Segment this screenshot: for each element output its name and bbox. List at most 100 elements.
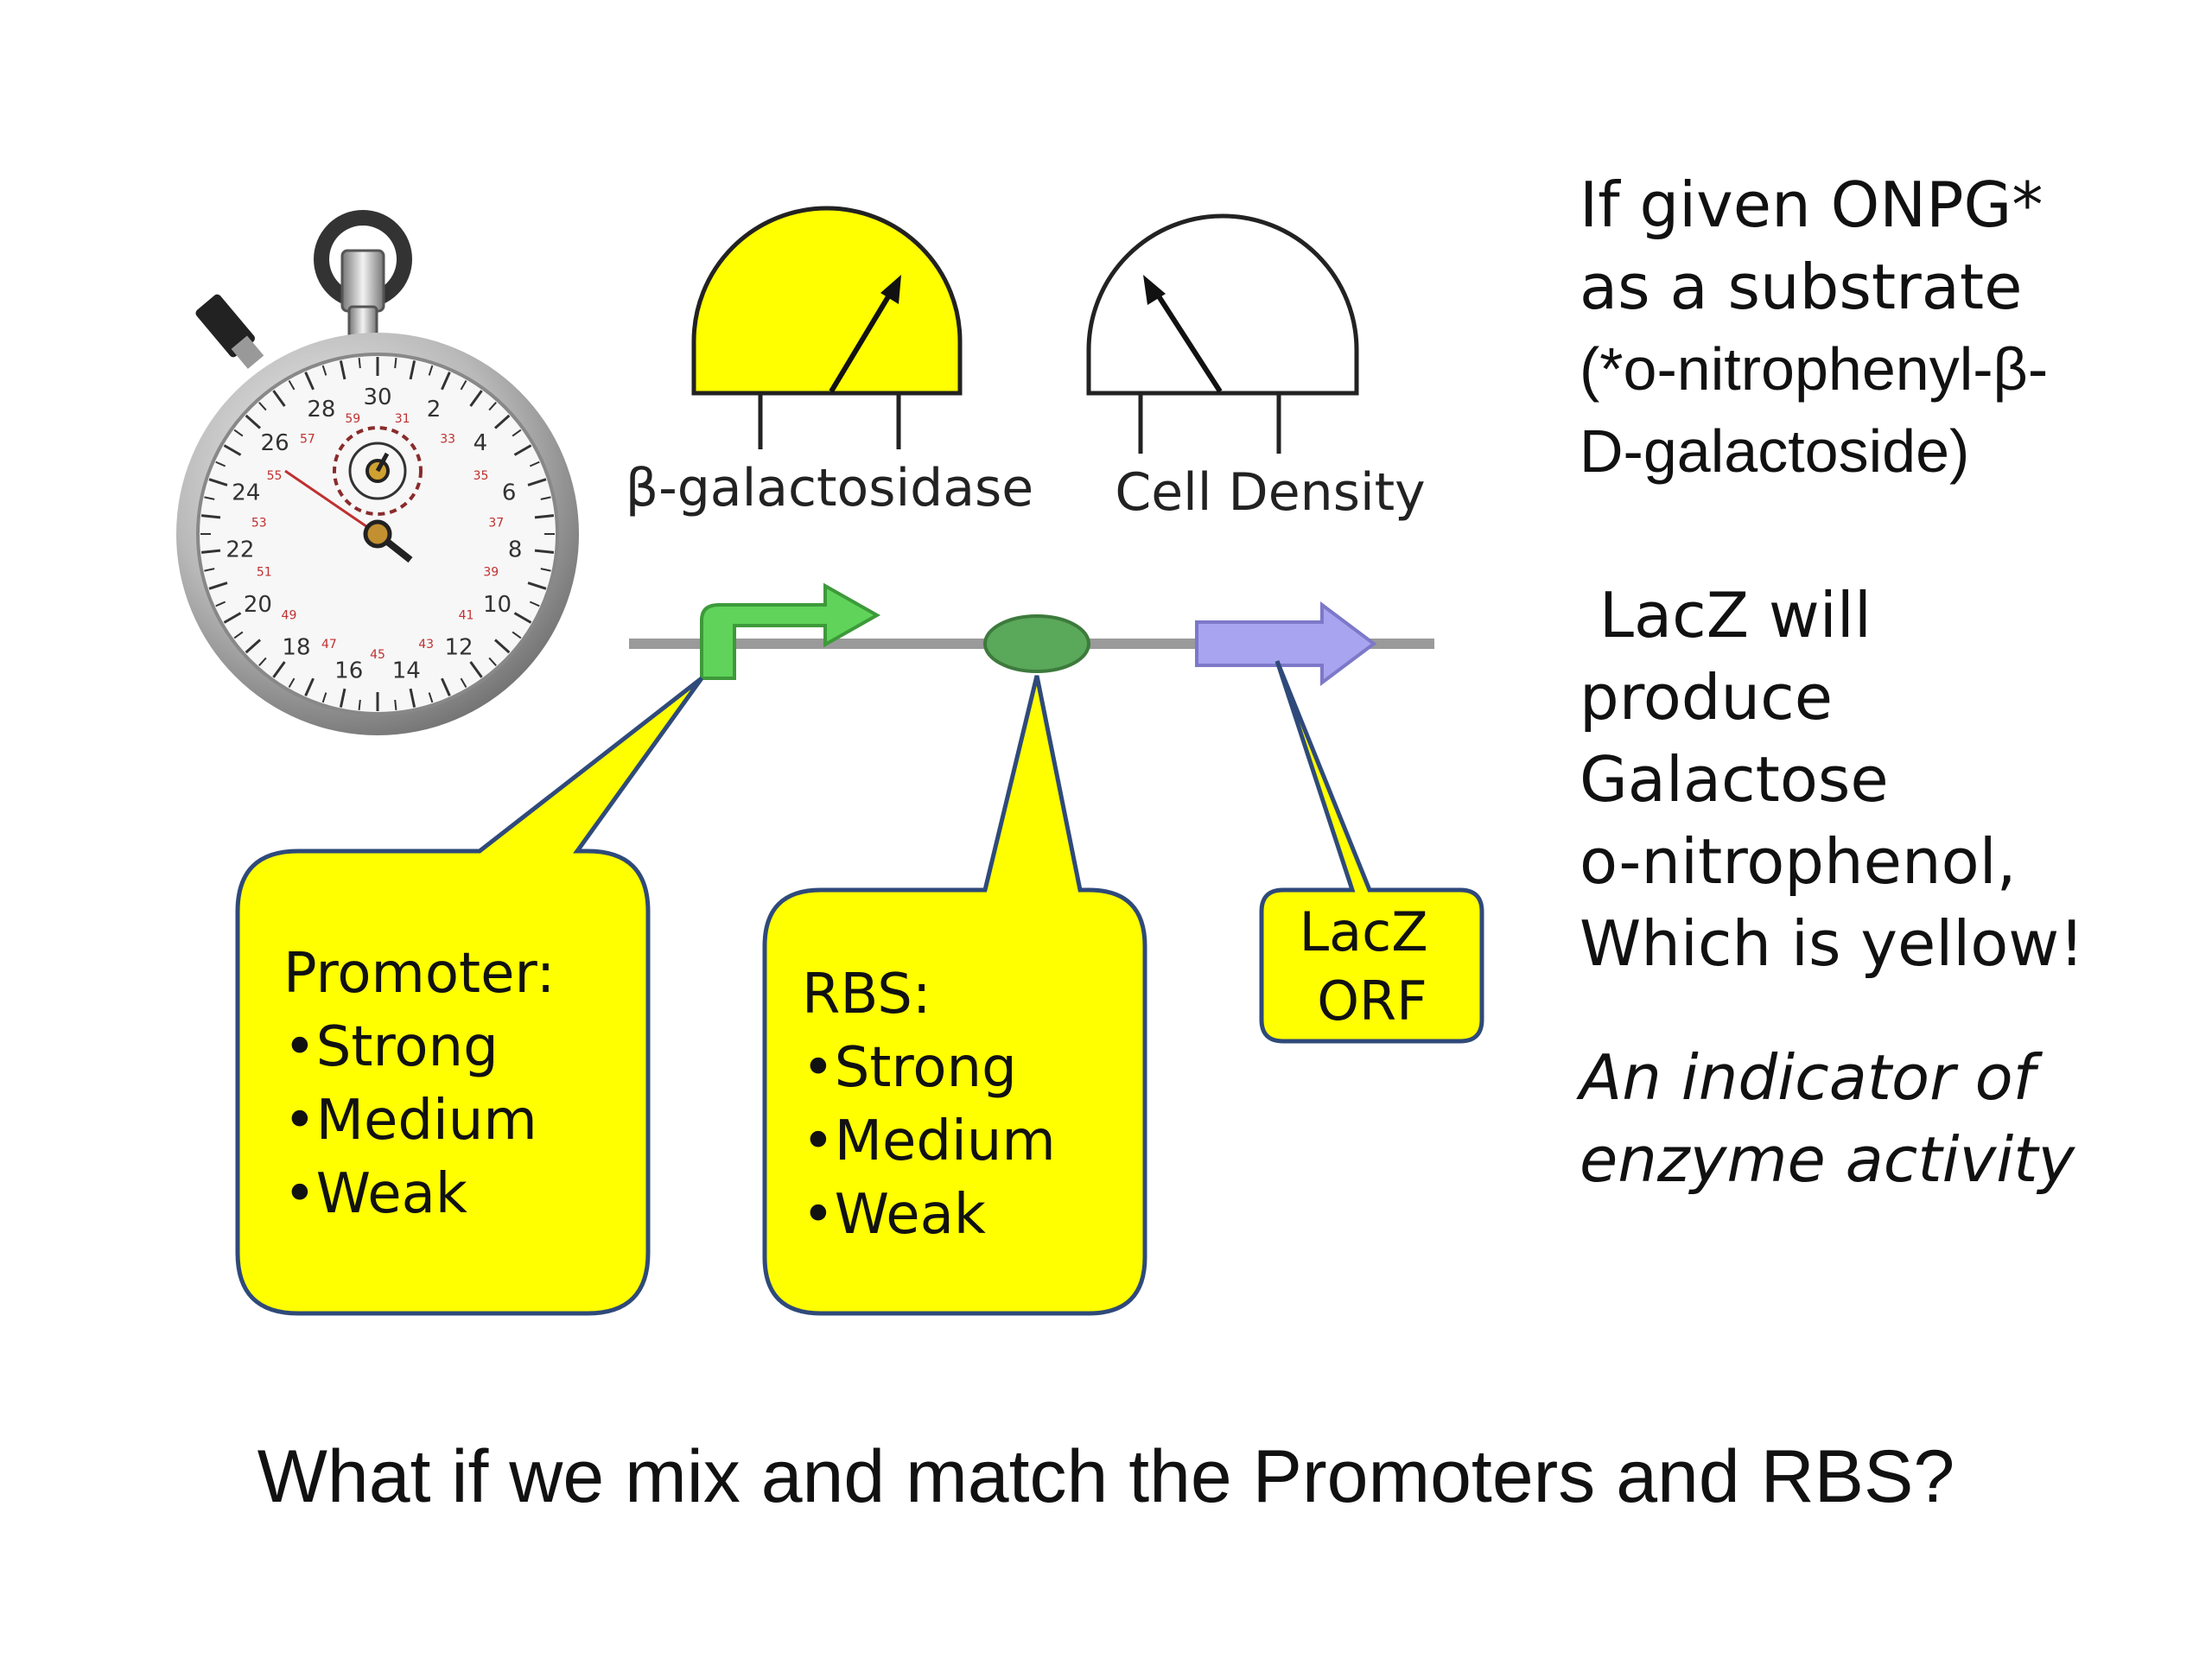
stopwatch-tick (288, 677, 296, 689)
stopwatch-tick (258, 657, 267, 667)
stopwatch-tick (233, 631, 244, 639)
enzyme-meter: β-galactosidase (626, 206, 1033, 518)
stopwatch-tick (245, 639, 262, 654)
stopwatch-tick (215, 601, 226, 607)
stopwatch-tick (288, 379, 296, 391)
rbs-option-weak: •Weak (802, 1183, 986, 1247)
stopwatch-tick (527, 582, 547, 590)
stopwatch-inner-number: 55 (267, 469, 283, 483)
stopwatch-tick (204, 568, 215, 572)
note-line-4: D-galactoside) (1580, 417, 1970, 485)
lacz-callout: LacZ ORF (1259, 660, 1484, 1044)
stopwatch-tick (529, 601, 540, 607)
lacz-callout-line2: ORF (1317, 969, 1427, 1033)
stopwatch-tick (469, 390, 483, 407)
stopwatch-tick (272, 661, 286, 678)
stopwatch-tick (208, 582, 228, 590)
stopwatch-tick (245, 414, 262, 429)
stopwatch-tick (339, 688, 346, 708)
stopwatch-tick (428, 692, 434, 703)
stopwatch-tick (441, 677, 451, 696)
stopwatch-inner-number: 53 (251, 517, 267, 531)
note-line-7: Galactose (1580, 743, 1889, 816)
stopwatch-tick (200, 514, 221, 519)
stopwatch-tick (304, 372, 315, 391)
stopwatch-number: 12 (444, 634, 473, 660)
stopwatch-tick (215, 461, 226, 467)
stopwatch-tick (223, 612, 242, 624)
stopwatch-number: 28 (307, 397, 335, 423)
rbs-option-strong: •Strong (802, 1036, 1017, 1100)
stopwatch-tick (358, 358, 361, 369)
rbs-callout: RBS: •Strong •Medium •Weak (762, 675, 1147, 1316)
stopwatch-tick (493, 639, 511, 654)
density-meter: Cell Density (1086, 213, 1426, 523)
stopwatch-number: 22 (226, 537, 254, 563)
stopwatch-number: 6 (502, 480, 517, 506)
note-line-1: If given ONPG* (1580, 168, 2044, 241)
stopwatch-second-hand (284, 469, 378, 536)
stopwatch-inner-number: 37 (488, 517, 504, 531)
stopwatch-number: 8 (508, 537, 523, 563)
stopwatch-tick (534, 549, 555, 554)
stopwatch-tick (409, 360, 416, 380)
stopwatch-tick (441, 372, 451, 391)
stopwatch-inner-number: 59 (345, 412, 360, 426)
svg-text:RBS: •Strong •Medi: RBS: •Strong •Medium •Weak (802, 963, 1073, 1247)
promoter-option-strong: •Strong (283, 1015, 499, 1079)
stopwatch-tick (394, 699, 397, 710)
stopwatch-tick (233, 429, 244, 437)
stopwatch-tick (208, 478, 228, 486)
stopwatch-number: 30 (363, 385, 391, 410)
promoter-option-weak: •Weak (283, 1162, 467, 1226)
stopwatch-tick (529, 461, 540, 467)
promoter-option-medium: •Medium (283, 1089, 537, 1153)
note-line-3: (*o-nitrophenyl-β- (1580, 335, 2049, 403)
stopwatch-number: 20 (244, 592, 272, 618)
stopwatch-tick (540, 568, 551, 572)
stopwatch-side-button (195, 294, 264, 369)
note-line-11: enzyme activity (1580, 1123, 2075, 1196)
stopwatch-number: 26 (261, 430, 289, 456)
stopwatch-tick (469, 661, 483, 678)
stopwatch-crown (340, 249, 385, 313)
stopwatch-tick (200, 549, 221, 554)
stopwatch-inner-number: 39 (483, 566, 499, 580)
stopwatch-tick (258, 401, 267, 411)
svg-text:LacZ ORF: LacZ ORF (1300, 900, 1446, 1033)
density-meter-label: Cell Density (1115, 462, 1425, 523)
stopwatch-tick (409, 688, 416, 708)
enzyme-meter-needle (829, 283, 898, 393)
stopwatch-tick (272, 390, 286, 407)
stopwatch-tick (339, 360, 346, 380)
stopwatch-inner-number: 47 (321, 638, 337, 652)
stopwatch-tick (513, 444, 532, 456)
rbs-callout-title: RBS: (802, 963, 931, 1027)
stopwatch-tick (304, 677, 315, 696)
stopwatch-tick (394, 358, 397, 369)
svg-text:Promoter: •Strong: Promoter: •Strong •Medium •Weak (283, 942, 573, 1226)
stopwatch-tick (488, 401, 497, 411)
stopwatch-tick (493, 414, 511, 429)
stopwatch-number: 10 (483, 592, 512, 618)
rbs-oval-icon (983, 614, 1090, 673)
promoter-callout-title: Promoter: (283, 942, 555, 1006)
stopwatch-tick (534, 514, 555, 519)
stopwatch-tick (488, 657, 497, 667)
stopwatch-inner-number: 31 (395, 412, 410, 426)
stopwatch-number: 14 (392, 658, 421, 684)
stopwatch-inner-number: 33 (440, 432, 455, 446)
promoter-callout: Promoter: •Strong •Medium •Weak (235, 677, 704, 1316)
stopwatch-tick (428, 365, 434, 376)
stopwatch-tick (460, 677, 467, 689)
note-line-2: as a substrate (1580, 251, 2023, 323)
note-line-10: An indicator of (1580, 1041, 2035, 1114)
note-spacer (1580, 493, 2202, 575)
note-line-9: Which is yellow! (1580, 907, 2085, 980)
genetic-construct (629, 582, 1434, 686)
stopwatch-number: 16 (334, 658, 363, 684)
stopwatch-inner-number: 57 (300, 432, 315, 446)
